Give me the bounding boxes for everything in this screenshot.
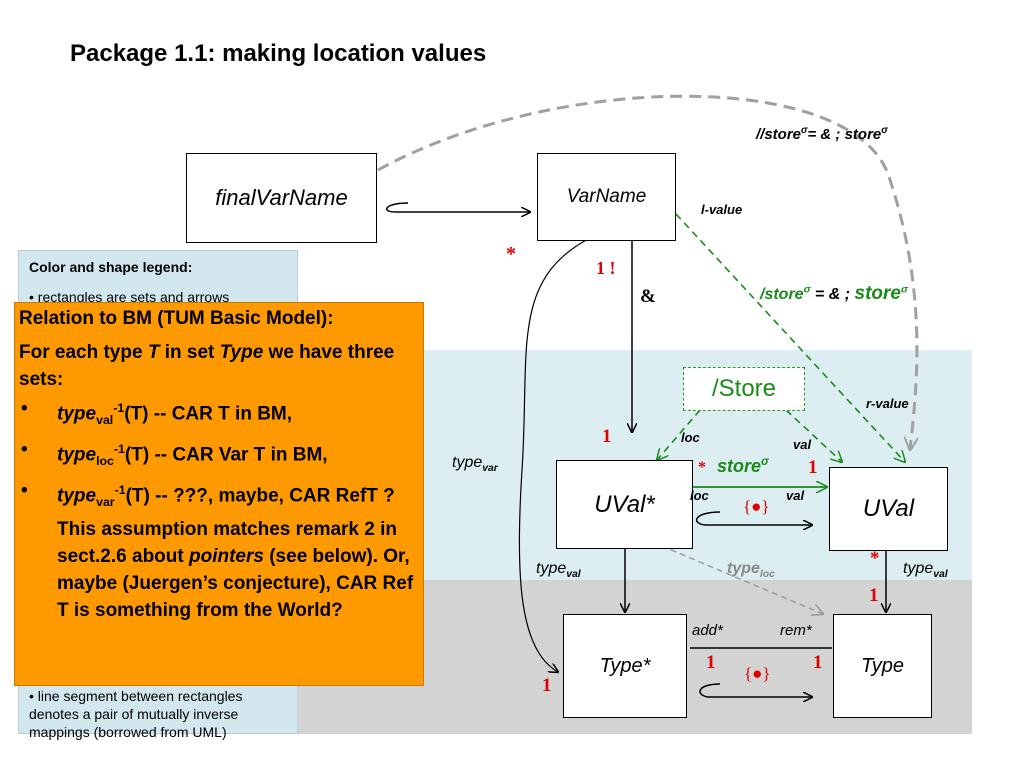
lvalue-label: l-value <box>701 202 743 217</box>
uvalstar-loop-arrow <box>695 511 812 525</box>
add-label: add* <box>692 622 723 639</box>
one-typestar-label: 1 <box>542 675 552 696</box>
green-store-arrow <box>675 213 905 462</box>
star-store-label: * <box>698 459 706 476</box>
one-uval-label: 1 <box>869 585 879 606</box>
one-rem-label: 1 <box>813 652 823 673</box>
store-to-uvalstar <box>657 409 701 460</box>
final-to-varname-arrow <box>385 202 530 212</box>
rem-label: rem* <box>780 622 812 639</box>
store-mid-label: storeσ <box>717 455 769 476</box>
final-var-name-box: finalVarName <box>186 153 377 243</box>
legend-line-rectangles: • rectangles are sets and arrows <box>29 289 230 305</box>
type-loop-arrow <box>699 683 812 697</box>
typevar-label: typevar <box>452 454 498 475</box>
legend-title: Color and shape legend: <box>29 259 193 275</box>
star-varname-label: * <box>506 243 516 265</box>
typeloc-arrow <box>642 537 823 614</box>
type-star-box: Type* <box>563 614 687 718</box>
bm-heading: Relation to BM (TUM Basic Model): <box>19 308 334 329</box>
uval-box: UVal <box>829 467 948 551</box>
bm-list: •typeval-1(T) -- CAR T in BM, •typeloc-1… <box>15 395 420 626</box>
page-title: Package 1.1: making location values <box>70 40 487 67</box>
bm-item-loc: •typeloc-1(T) -- CAR Var T in BM, <box>21 439 328 469</box>
typeloc-label: typeloc <box>727 560 775 581</box>
store-to-uval <box>785 409 842 462</box>
bm-item-val: •typeval-1(T) -- CAR T in BM, <box>21 398 293 428</box>
rvalue-label: r-value <box>866 396 909 411</box>
typeval-left-label: typeval <box>536 560 581 581</box>
typeval-right-label: typeval <box>903 560 948 581</box>
store-green-label: /storeσ = & ; storeσ <box>760 283 908 304</box>
loc-top-label: loc <box>681 430 700 445</box>
one-loc-label: 1 <box>602 426 612 447</box>
uval-star-box: UVal* <box>556 460 693 549</box>
one-bang-label: 1 ! <box>596 258 616 278</box>
store-top-label: //storeσ= & ; storeσ <box>756 125 888 143</box>
bm-relation-panel: Relation to BM (TUM Basic Model): For ea… <box>14 302 424 686</box>
one-store-label: 1 <box>808 457 818 478</box>
store-composite-arc <box>377 94 919 450</box>
bullet-set-bottom-label: {●} <box>744 664 771 683</box>
ampersand-label: & <box>640 286 656 307</box>
val-bottom-label: val <box>786 488 805 503</box>
loc-bottom-label: loc <box>690 488 709 503</box>
typevar-curve <box>518 237 591 672</box>
type-box: Type <box>833 614 932 718</box>
legend-line-segments: • line segment between rectangles denote… <box>29 688 243 740</box>
one-add-label: 1 <box>706 652 716 673</box>
bm-intro: For each type T in set Type we have thre… <box>19 342 395 390</box>
bullet-set-label: {●} <box>743 497 770 516</box>
val-top-label: val <box>793 437 812 452</box>
var-name-box: VarName <box>537 153 676 241</box>
star-uval-label: * <box>870 548 880 569</box>
store-box: /Store <box>683 367 805 411</box>
bm-item-var: •typevar-1(T) -- ???, maybe, CAR RefT ? … <box>21 480 414 622</box>
